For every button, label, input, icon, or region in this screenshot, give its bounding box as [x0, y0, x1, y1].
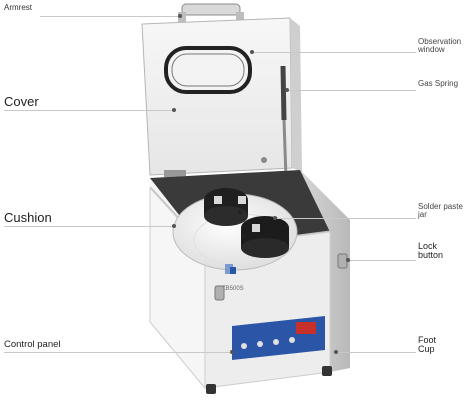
lock-button-leader [350, 260, 416, 261]
solder-paste-jar-holders [204, 188, 289, 258]
cushion-dot [172, 224, 176, 228]
model-label: ZB500S [222, 286, 244, 292]
foot-cup-leader [336, 352, 416, 353]
label-lock-button-line1: Lock [418, 241, 438, 251]
solder-paste-jar-leader [276, 218, 416, 219]
brand-logo [225, 264, 236, 274]
gas-spring-leader [288, 90, 416, 91]
label-observation-window-line1: Observation [418, 37, 462, 46]
cushion-leader [4, 226, 174, 227]
foot-cup-dot [334, 350, 338, 354]
label-observation-window: Observation window [418, 37, 462, 55]
label-armrest: Armrest [4, 3, 32, 12]
lock-button-left [214, 285, 225, 301]
label-foot-cup-line2: Cup [418, 344, 435, 355]
label-solder-paste-jar-line1: Solder paste [418, 202, 463, 211]
armrest-dot [178, 14, 182, 18]
label-lock-button-line2: button [418, 250, 444, 261]
control-panel [232, 316, 325, 360]
label-solder-paste-jar: Solder paste jar [418, 202, 463, 220]
label-observation-window-line2: window [418, 45, 445, 55]
label-foot-cup: Foot Cup [418, 335, 437, 355]
observation-window-dot [250, 50, 254, 54]
armrest-handle [178, 3, 244, 24]
observation-window-leader [252, 52, 416, 53]
label-cushion: Cushion [4, 210, 52, 225]
gas-spring-dot [285, 88, 289, 92]
gas-spring [280, 65, 288, 179]
cover-lid [141, 17, 302, 177]
label-control-panel: Control panel [4, 339, 61, 350]
observation-window [164, 46, 252, 94]
label-solder-paste-jar-line2: jar [418, 210, 427, 220]
label-gas-spring: Gas Spring [418, 79, 459, 88]
control-panel-leader [4, 352, 232, 353]
cover-leader [4, 110, 174, 111]
foot-cups [206, 366, 332, 394]
control-panel-dot [230, 350, 234, 354]
armrest-leader [40, 16, 180, 17]
label-lock-button: Lock button [418, 241, 444, 261]
label-cover: Cover [4, 94, 39, 109]
label-foot-cup-line1: Foot [418, 335, 437, 345]
cover-dot [172, 108, 176, 112]
solder-paste-jar-dot [273, 216, 277, 220]
lock-button-dot [346, 258, 350, 262]
